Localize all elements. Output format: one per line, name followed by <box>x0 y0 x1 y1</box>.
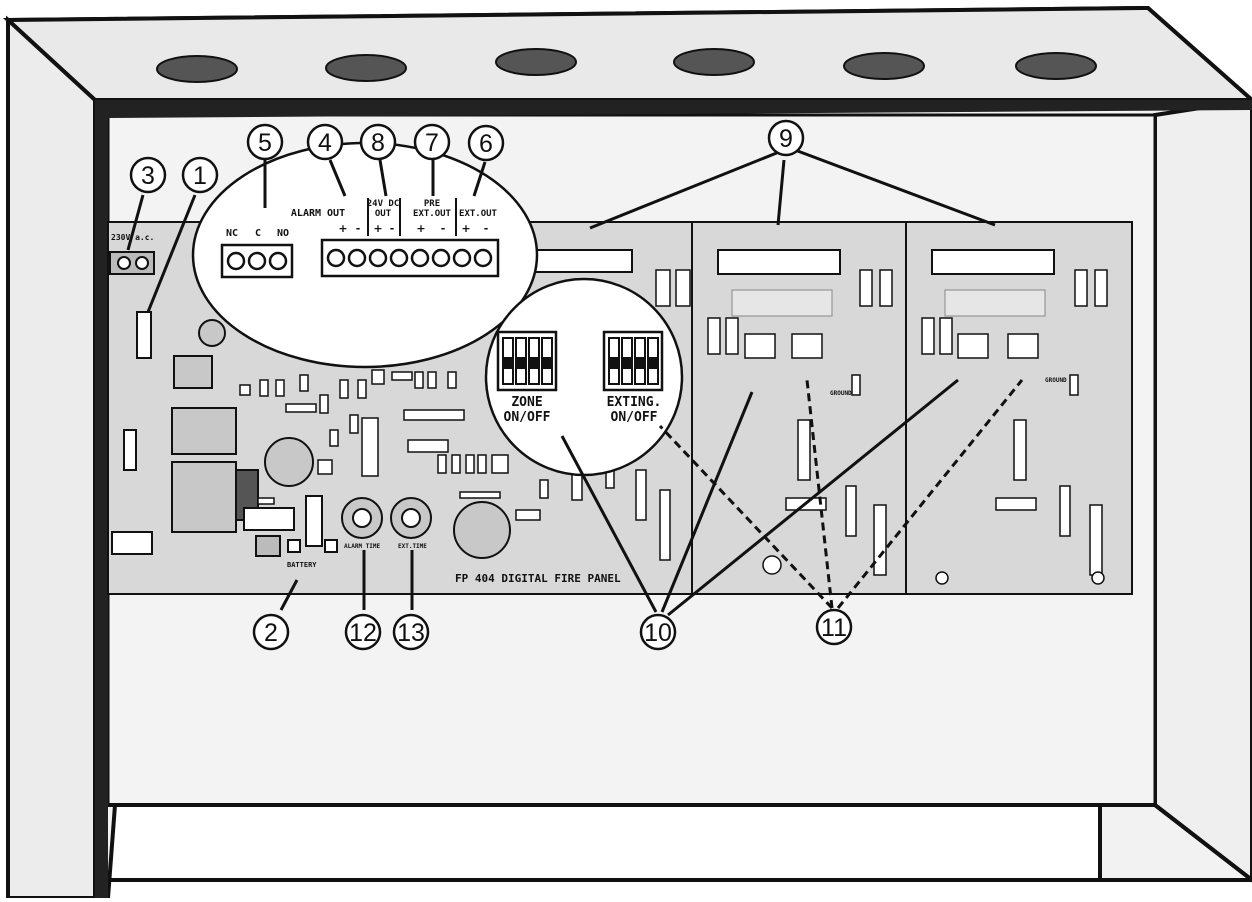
battery-label: BATTERY <box>287 561 317 569</box>
svg-text:6: 6 <box>479 130 493 158</box>
enclosure-right-wall <box>1153 97 1252 883</box>
dashed-leader-lines <box>658 379 1024 610</box>
callout-6: 6 <box>467 124 505 162</box>
svg-text:1: 1 <box>193 162 207 190</box>
ground-label-3: GROUND <box>1045 377 1067 384</box>
pre-label-2: EXT.OUT <box>413 209 452 219</box>
svg-text:13: 13 <box>397 619 425 647</box>
polarity-plus: + <box>461 222 470 235</box>
svg-text:5: 5 <box>258 129 272 157</box>
zone-board-2: GROUND <box>691 221 907 595</box>
zone-terminal-block-2 <box>717 249 841 275</box>
callout-4: 4 <box>306 123 344 161</box>
panel-title: FP 404 DIGITAL FIRE PANEL <box>455 572 621 585</box>
terminal-magnifier: NC C NO ALARM OUT 24V DC OUT PRE EXT.OUT… <box>191 141 539 369</box>
alarm-out-label: ALARM OUT <box>291 208 345 219</box>
v24-label-1: 24V DC <box>367 199 400 209</box>
svg-text:11: 11 <box>821 614 847 642</box>
zone-switch-label-2: ON/OFF <box>504 410 551 425</box>
zone-dip-switch-2 <box>744 333 776 359</box>
callout-3: 3 <box>129 156 167 194</box>
exting-dip-switch-3 <box>1007 333 1039 359</box>
pre-label-1: PRE <box>424 199 440 209</box>
callout-9: 9 <box>767 119 805 157</box>
svg-text:3: 3 <box>141 162 155 190</box>
callout-13: 13 <box>392 613 430 651</box>
callout-7: 7 <box>413 123 451 161</box>
v24-label-2: OUT <box>375 209 392 219</box>
zone-terminal-block-3 <box>931 249 1055 275</box>
leader-lines <box>126 148 996 617</box>
callout-5: 5 <box>246 123 284 161</box>
svg-text:8: 8 <box>371 129 385 157</box>
polarity-plus: + <box>373 222 382 235</box>
polarity-marks: + - + - + - + - <box>338 222 488 235</box>
enclosure-left-wall <box>6 15 97 900</box>
svg-text:12: 12 <box>349 619 377 647</box>
cable-knockouts <box>156 48 1097 83</box>
polarity-minus: - <box>441 222 446 235</box>
svg-text:4: 4 <box>318 129 332 157</box>
exting-dip-switch-2 <box>791 333 823 359</box>
callout-12: 12 <box>344 613 382 651</box>
battery-terminal <box>243 507 295 531</box>
polarity-plus: + <box>338 222 347 235</box>
callout-11: 11 <box>815 608 853 646</box>
no-label: NO <box>277 228 289 239</box>
polarity-minus: - <box>484 222 489 235</box>
exting-switch-label-1: EXTING. <box>607 395 662 410</box>
ground-label-2: GROUND <box>830 390 852 397</box>
ext-time-label: EXT.TIME <box>398 543 427 550</box>
ext-out-label: EXT.OUT <box>459 209 498 219</box>
svg-text:9: 9 <box>779 125 793 153</box>
polarity-minus: - <box>356 222 361 235</box>
zone-switch-label-1: ZONE <box>511 395 542 410</box>
nc-label: NC <box>226 228 238 239</box>
callouts: 1 3 5 4 8 7 6 9 2 12 13 10 11 <box>129 119 853 651</box>
svg-text:2: 2 <box>264 619 278 647</box>
switch-magnifier: ZONE ON/OFF EXTING. ON/OFF <box>484 277 684 477</box>
polarity-plus: + <box>416 222 425 235</box>
zone-board-3: GROUND <box>905 221 1133 595</box>
svg-text:10: 10 <box>644 619 672 647</box>
fuse <box>136 311 152 359</box>
callout-2: 2 <box>252 613 290 651</box>
zone-terminal-block-1 <box>527 249 633 273</box>
exting-switch-label-2: ON/OFF <box>611 410 658 425</box>
callout-1: 1 <box>181 156 219 194</box>
c-label: C <box>255 228 261 239</box>
callout-10: 10 <box>639 613 677 651</box>
zone-dip-switch-3 <box>957 333 989 359</box>
alarm-time-label: ALARM TIME <box>344 543 381 550</box>
callout-8: 8 <box>359 123 397 161</box>
polarity-minus: - <box>390 222 395 235</box>
svg-text:7: 7 <box>425 129 439 157</box>
